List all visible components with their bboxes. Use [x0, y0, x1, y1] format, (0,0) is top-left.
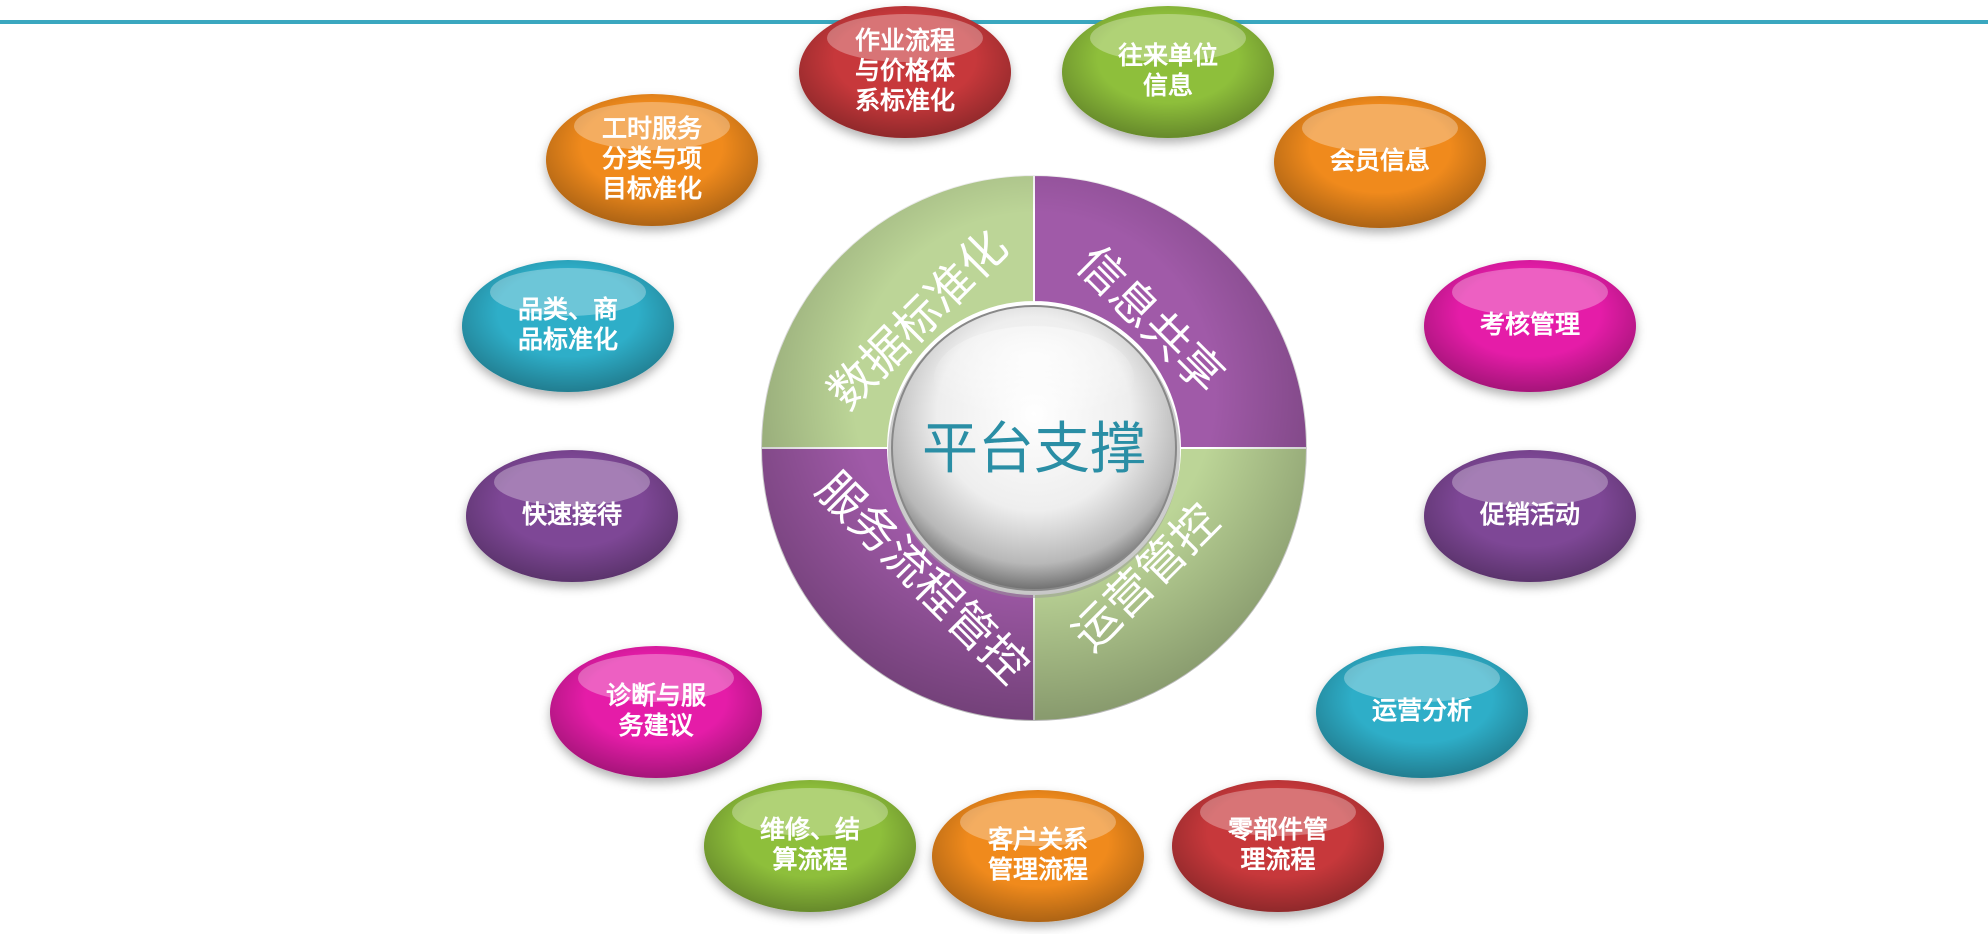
bubble-label: 品标准化: [518, 325, 618, 354]
bubble-label: 理流程: [1240, 845, 1315, 874]
bubble-label: 系标准化: [855, 86, 955, 115]
bubble-label: 管理流程: [988, 855, 1088, 884]
bubble-label: 维修、结: [760, 815, 860, 844]
bubble-label: 会员信息: [1330, 146, 1430, 175]
bubble: 运营分析: [1316, 646, 1528, 778]
bubble-label: 促销活动: [1479, 500, 1580, 529]
bubble: 快速接待: [466, 450, 678, 582]
bubble-label: 诊断与服: [606, 681, 707, 710]
bubble-label: 工时服务: [602, 114, 702, 143]
bubble-label: 算流程: [772, 845, 847, 874]
bubble: 会员信息: [1274, 96, 1486, 228]
bubble-label: 考核管理: [1480, 310, 1580, 339]
bubble-label: 务建议: [618, 711, 694, 740]
bubble-label: 运营分析: [1372, 696, 1472, 725]
bubble-label: 与价格体: [855, 56, 956, 85]
bubble: 考核管理: [1424, 260, 1636, 392]
bubble-label: 分类与项: [602, 144, 702, 173]
bubble: 促销活动: [1424, 450, 1636, 582]
bubble-label: 客户关系: [988, 825, 1088, 854]
bubble-label: 往来单位: [1118, 41, 1218, 70]
bubble-label: 品类、商: [518, 295, 618, 324]
bubble-label: 信息: [1143, 71, 1193, 100]
bubble-label: 作业流程: [855, 26, 955, 55]
bubble-label: 零部件管: [1227, 815, 1328, 844]
center-sphere: 平台支撑: [888, 305, 1180, 598]
bubbles: 作业流程与价格体系标准化往来单位信息会员信息考核管理促销活动运营分析零部件管理流…: [462, 6, 1636, 922]
bubble-label: 快速接待: [522, 500, 622, 529]
center-label: 平台支撑: [922, 417, 1146, 482]
bubble-label: 目标准化: [602, 174, 702, 203]
top-rule: [0, 20, 1988, 24]
